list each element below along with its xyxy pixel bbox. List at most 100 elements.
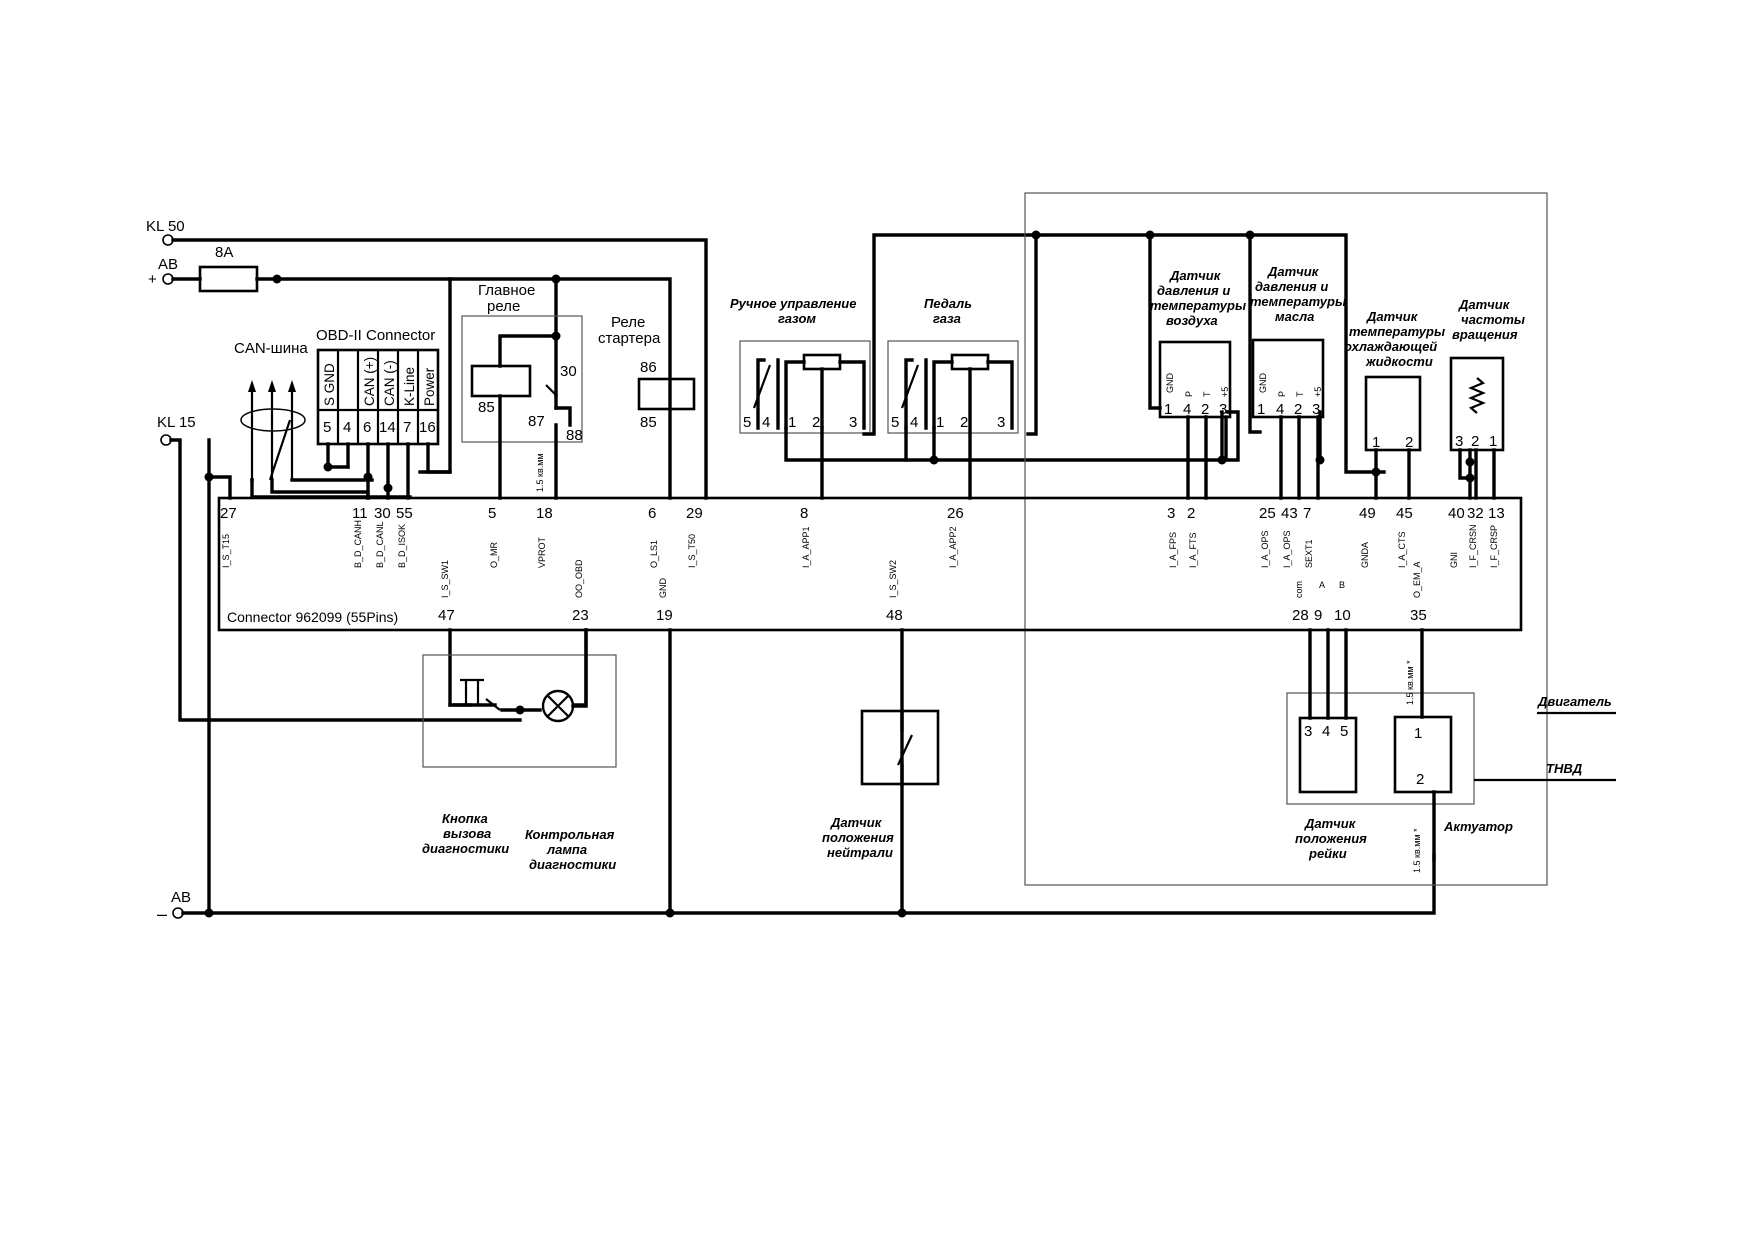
connector-pin-signal: I_A_APP1 xyxy=(801,526,811,568)
starter-relay-86: 86 xyxy=(640,359,657,376)
air-sensor-label-4: воздуха xyxy=(1166,313,1218,328)
connector-pin-number: 28 xyxy=(1292,607,1309,624)
connector-pin-signal: O_MR xyxy=(489,541,499,568)
actuator-label: Актуатор xyxy=(1443,819,1513,834)
wire-note-18: 1.5 кв.мм xyxy=(535,453,545,492)
oil-sensor-pin-label: T xyxy=(1295,391,1305,397)
air-sensor-pin-label: +5 xyxy=(1220,387,1230,397)
engine-label: Двигатель xyxy=(1537,694,1612,709)
manual-throttle-pin: 3 xyxy=(849,414,857,431)
rack-and-actuator: 3 4 5 Датчик положения рейки 1 2 1.5 кв.… xyxy=(1286,628,1616,873)
connector-pin-number: 6 xyxy=(648,505,656,522)
connector-pin-number: 9 xyxy=(1314,607,1322,624)
air-sensor-pin: 4 xyxy=(1183,401,1191,418)
speed-sensor-pin: 2 xyxy=(1471,433,1479,450)
neutral-sensor-label-3: нейтрали xyxy=(827,845,893,860)
obd-pin-name: CAN (+) xyxy=(362,357,377,406)
connector-pin-signal: B_D_CANL xyxy=(375,521,385,568)
obd-connector: OBD-II Connector S GND CAN (+) CAN (-) K… xyxy=(316,327,452,500)
coil-icon xyxy=(1468,377,1486,414)
actuator-wire-note-bottom: 1.5 кв.мм * xyxy=(1412,828,1422,873)
coolant-sensor-label-2: температуры xyxy=(1349,324,1445,339)
connector-pin-number: 23 xyxy=(572,607,589,624)
connector-pin-number: 26 xyxy=(947,505,964,522)
gas-pedal: Педаль газа 5 4 1 2 3 xyxy=(887,296,1019,500)
obd-pin-name: S GND xyxy=(322,363,337,406)
connector-pin-number: 49 xyxy=(1359,505,1376,522)
connector-pin-signal: I_A_APP2 xyxy=(948,526,958,568)
oil-sensor-pin-label: P xyxy=(1277,391,1287,397)
starter-relay-85: 85 xyxy=(640,414,657,431)
starter-relay: Реле стартера 86 85 xyxy=(598,314,696,431)
obd-pin-name: K-Line xyxy=(402,367,417,406)
speed-sensor-label-2: частоты xyxy=(1461,312,1525,327)
connector-pin-number: 32 xyxy=(1467,505,1484,522)
engine-region xyxy=(1024,192,1548,886)
connector-pin-signal: SEXT1 xyxy=(1304,539,1314,568)
obd-pin-num: 7 xyxy=(403,419,411,436)
connector-pin-signal: I_A_FTS xyxy=(1188,532,1198,568)
manual-throttle-label-2: газом xyxy=(778,311,816,326)
connector-pin-signal: I_A_CTS xyxy=(1397,531,1407,568)
oil-sensor-label-3: температуры xyxy=(1250,294,1346,309)
connector-pin-signal: B_D_CANH xyxy=(353,520,363,568)
actuator-wire-note-top: 1.5 кв.мм * xyxy=(1405,660,1415,705)
connector-pin-number: 10 xyxy=(1334,607,1351,624)
air-sensor-pin-label: P xyxy=(1184,391,1194,397)
connector-pin-number: 25 xyxy=(1259,505,1276,522)
coolant-sensor-label-3: охлаждающей xyxy=(1344,339,1437,354)
plus-sign: + xyxy=(148,271,157,288)
throttle-wires xyxy=(784,230,1386,500)
diagnostic-module: Кнопка вызова диагностики Контрольная ла… xyxy=(422,628,617,872)
connector-pin-signal: GNI xyxy=(1449,552,1459,568)
obd-pin-num: 14 xyxy=(379,419,396,436)
manual-throttle-pin: 1 xyxy=(788,414,796,431)
gas-pedal-pin: 5 xyxy=(891,414,899,431)
coolant-sensor-label-1: Датчик xyxy=(1366,309,1419,324)
manual-throttle-pin: 5 xyxy=(743,414,751,431)
air-sensor-pin: 1 xyxy=(1164,401,1172,418)
rack-sensor-label-1: Датчик xyxy=(1304,816,1357,831)
gas-pedal-pin: 3 xyxy=(997,414,1005,431)
starter-relay-label-1: Реле xyxy=(611,314,645,331)
connector-pin-signal: I_S_T15 xyxy=(221,534,231,568)
coolant-sensor: Датчик температуры охлаждающей жидкости … xyxy=(1344,309,1445,500)
diag-lamp-label-1: Контрольная xyxy=(525,827,615,842)
coolant-sensor-pin: 2 xyxy=(1405,434,1413,451)
manual-throttle: Ручное управление газом 5 4 1 2 3 xyxy=(730,296,871,434)
can-bus-label: CAN-шина xyxy=(234,340,308,357)
obd-pin-name: Power xyxy=(422,367,437,406)
rack-sensor-pin: 5 xyxy=(1340,723,1348,740)
neutral-sensor-label-2: положения xyxy=(822,830,894,845)
oil-sensor-pin: 2 xyxy=(1294,401,1302,418)
ab-minus-label: AB xyxy=(171,889,191,906)
connector-pin-number: 43 xyxy=(1281,505,1298,522)
connector-pin-number: 48 xyxy=(886,607,903,624)
neutral-sensor: Датчик положения нейтрали xyxy=(822,709,940,860)
connector-pin-signal: B xyxy=(1339,580,1345,590)
connector-pin-number: 13 xyxy=(1488,505,1505,522)
connector-pin-signal: B_D_ISOK xyxy=(397,524,407,568)
obd-pin-num: 4 xyxy=(343,419,351,436)
actuator-pin: 1 xyxy=(1414,725,1422,742)
gas-pedal-label-2: газа xyxy=(933,311,961,326)
connector-top-pins: 27I_S_T1511B_D_CANH30B_D_CANL55B_D_ISOK5… xyxy=(220,505,1505,568)
connector-pin-number: 11 xyxy=(352,505,368,522)
connector-pin-number: 8 xyxy=(800,505,808,522)
obd-pin-num: 6 xyxy=(363,419,371,436)
coolant-sensor-label-4: жидкости xyxy=(1365,354,1433,369)
air-sensor-label-2: давления и xyxy=(1157,283,1230,298)
connector-pin-signal: GND xyxy=(658,578,668,599)
gas-pedal-pin: 1 xyxy=(936,414,944,431)
oil-sensor-pin-label: +5 xyxy=(1313,387,1323,397)
connector-bottom-pins: 47I_S_SW123OO_OBD19GND48I_S_SW228com9A10… xyxy=(438,559,1427,624)
air-sensor-pin-label: GND xyxy=(1165,373,1175,394)
connector-pin-number: 45 xyxy=(1396,505,1413,522)
air-sensor-label-3: температуры xyxy=(1150,298,1246,313)
supply-terminals: KL 50 AB + KL 15 AB – xyxy=(146,218,196,924)
oil-sensor: Датчик давления и температуры масла GND … xyxy=(1250,264,1346,500)
connector-pin-number: 40 xyxy=(1448,505,1465,522)
main-relay-label-1: Главное xyxy=(478,282,535,299)
connector-pin-number: 2 xyxy=(1187,505,1195,522)
oil-sensor-pin: 4 xyxy=(1276,401,1284,418)
